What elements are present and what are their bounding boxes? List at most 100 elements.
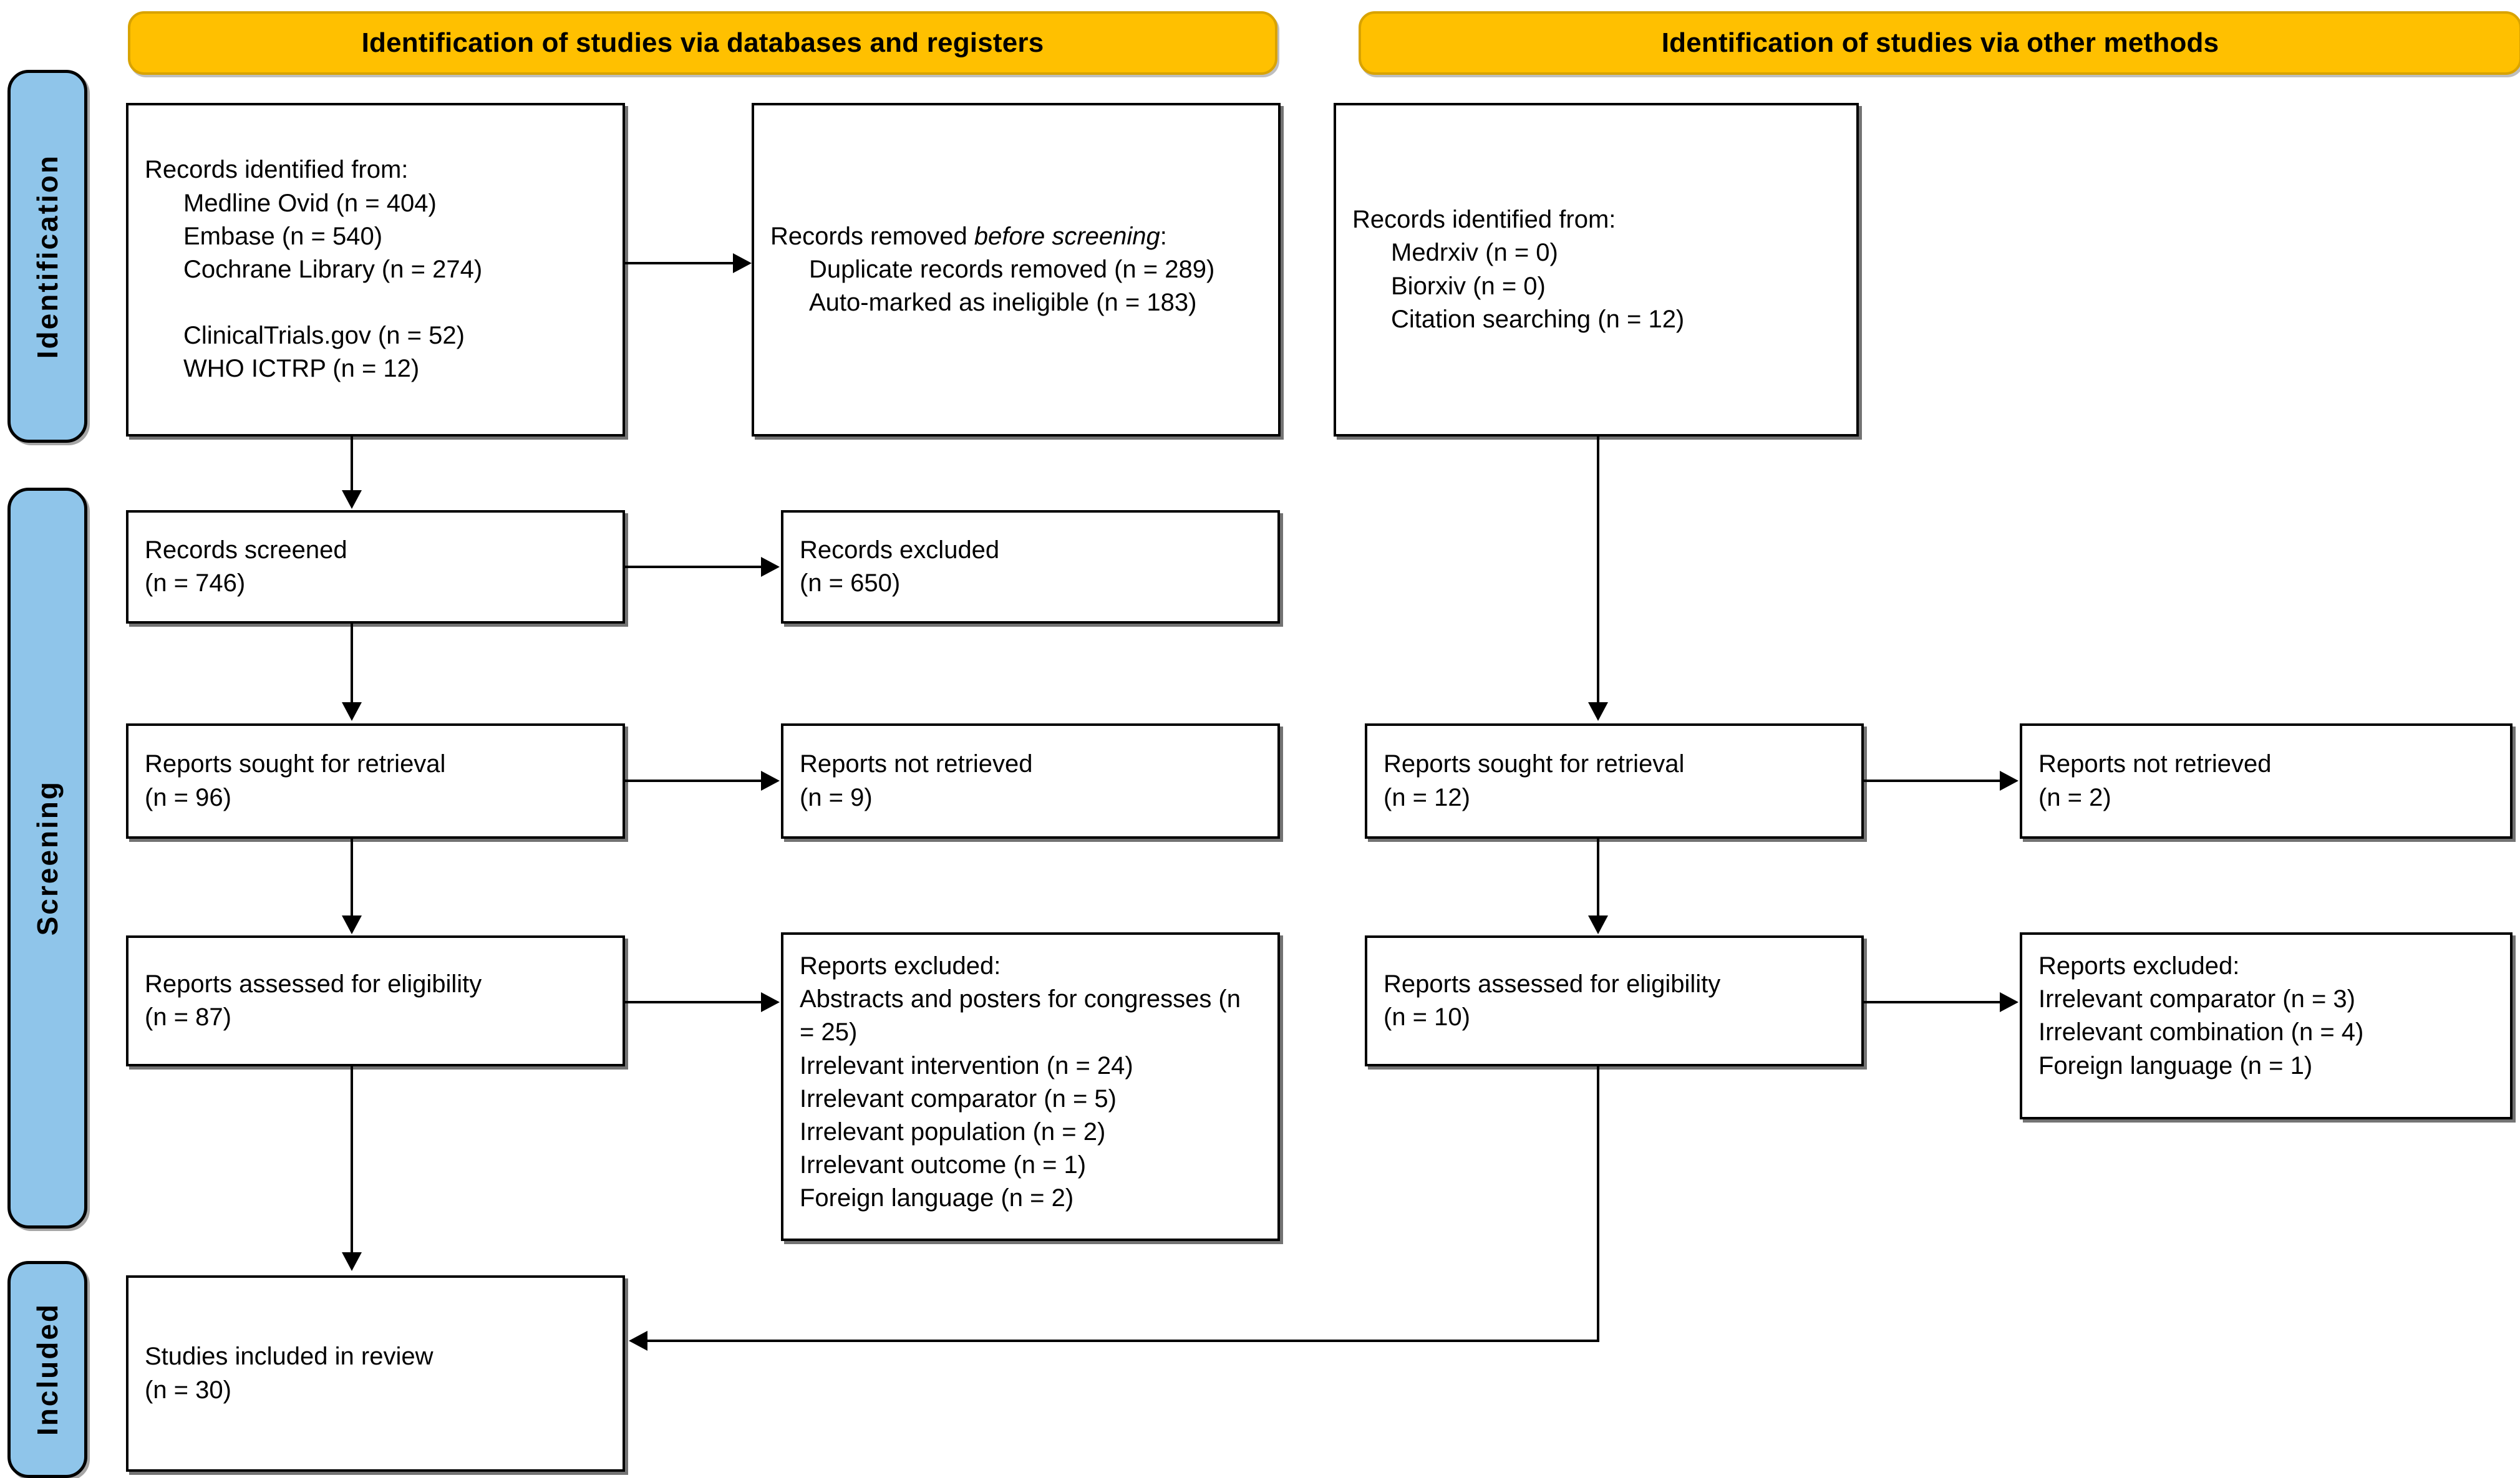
phase-label-identification: Identification — [7, 70, 87, 443]
box-records-identified-other: Records identified from:Medrxiv (n = 0)B… — [1334, 103, 1859, 437]
phase-included-text: Included — [31, 1303, 64, 1436]
reports-excluded-db-item-1: Irrelevant intervention (n = 24) — [800, 1051, 1133, 1080]
arrowhead-identified-other-to-sought-other — [1588, 702, 1608, 721]
connector-identified-to-screened — [351, 437, 353, 491]
phase-identification-text: Identification — [31, 153, 64, 359]
reports-sought-other-text: Reports sought for retrieval(n = 12) — [1367, 748, 1861, 814]
box-reports-sought-databases: Reports sought for retrieval (n = 96) — [126, 723, 625, 839]
records-identified-other-item-2: Citation searching (n = 12) — [1391, 305, 1685, 333]
reports-assessed-db-text: Reports assessed for eligibility (n = 87) — [128, 968, 623, 1034]
reports-excluded-db-title: Reports excluded: — [800, 952, 1001, 980]
connector-assessed-other-down — [1597, 1066, 1599, 1342]
records-identified-db-item-1: Embase (n = 540) — [183, 222, 383, 250]
box-reports-not-retrieved-other: Reports not retrieved (n = 2) — [2020, 723, 2513, 839]
box-reports-not-retrieved-databases: Reports not retrieved(n = 9) — [781, 723, 1280, 839]
arrowhead-assessed-to-excluded-db — [761, 992, 780, 1012]
connector-assessed-to-excluded-other — [1864, 1001, 2001, 1003]
reports-excluded-other-item-2: Foreign language (n = 1) — [2038, 1051, 2313, 1080]
records-identified-db-item-3 — [145, 286, 606, 319]
box-studies-included-in-review: Studies included in review(n = 30) — [126, 1275, 625, 1472]
records-removed-text: Records removed before screening: Duplica… — [754, 220, 1278, 320]
arrowhead-sought-to-notretrieved-db — [761, 771, 780, 791]
connector-screened-to-excluded — [625, 566, 762, 568]
connector-screened-to-sought — [351, 624, 353, 703]
phase-screening-text: Screening — [31, 780, 64, 936]
reports-not-retrieved-other-line2: (n = 2) — [2038, 783, 2111, 811]
records-identified-other-item-0: Medrxiv (n = 0) — [1391, 239, 1558, 267]
reports-sought-db-text: Reports sought for retrieval (n = 96) — [128, 748, 623, 814]
connector-sought-to-assessed-db — [351, 839, 353, 917]
phase-label-screening: Screening — [7, 488, 87, 1229]
connector-assessed-to-excluded-db — [625, 1001, 762, 1003]
reports-assessed-other-text: Reports assessed for eligibility (n = 10) — [1367, 968, 1861, 1034]
box-reports-assessed-other: Reports assessed for eligibility (n = 10) — [1365, 935, 1864, 1066]
studies-included-line2: (n = 30) — [145, 1376, 231, 1404]
records-identified-other-text: Records identified from:Medrxiv (n = 0)B… — [1336, 203, 1856, 336]
reports-assessed-other-line2: (n = 10) — [1384, 1003, 1470, 1031]
reports-excluded-db-item-3: Irrelevant population (n = 2) — [800, 1118, 1106, 1146]
records-screened-line1: Records screened — [145, 536, 347, 564]
box-reports-excluded-databases: Reports excluded:Abstracts and posters f… — [781, 932, 1280, 1241]
reports-excluded-db-item-5: Foreign language (n = 2) — [800, 1184, 1074, 1212]
records-removed-item-1: Auto-marked as ineligible (n = 183) — [809, 289, 1197, 317]
records-identified-db-item-5: WHO ICTRP (n = 12) — [183, 355, 420, 383]
reports-excluded-other-title: Reports excluded: — [2038, 952, 2240, 980]
box-reports-excluded-other: Reports excluded: Irrelevant comparator (… — [2020, 932, 2513, 1119]
connector-identified-other-to-sought-other — [1597, 437, 1599, 703]
reports-sought-other-line1: Reports sought for retrieval — [1384, 750, 1685, 778]
reports-sought-db-line2: (n = 96) — [145, 783, 231, 811]
banner-other-methods: Identification of studies via other meth… — [1359, 11, 2520, 75]
studies-included-text: Studies included in review(n = 30) — [128, 1340, 623, 1406]
reports-not-retrieved-db-text: Reports not retrieved(n = 9) — [783, 748, 1277, 814]
reports-not-retrieved-other-line1: Reports not retrieved — [2038, 750, 2272, 778]
reports-not-retrieved-db-line1: Reports not retrieved — [800, 750, 1033, 778]
reports-excluded-other-item-1: Irrelevant combination (n = 4) — [2038, 1018, 2364, 1046]
box-records-identified-databases: Records identified from: Medline Ovid (n … — [126, 103, 625, 437]
records-removed-title-tail: : — [1160, 222, 1167, 250]
reports-excluded-db-text: Reports excluded:Abstracts and posters f… — [783, 935, 1277, 1215]
arrowhead-sought-to-assessed-other — [1588, 915, 1608, 934]
records-removed-title-italic: before screening — [974, 222, 1160, 250]
records-removed-item-0: Duplicate records removed (n = 289) — [809, 255, 1215, 283]
banner-databases-registers: Identification of studies via databases … — [128, 11, 1277, 75]
banner-other-label: Identification of studies via other meth… — [1661, 27, 2219, 58]
arrowhead-screened-to-excluded — [761, 557, 780, 577]
connector-identified-to-removed — [625, 262, 734, 264]
reports-excluded-other-text: Reports excluded: Irrelevant comparator (… — [2022, 935, 2510, 1083]
reports-excluded-db-item-4: Irrelevant outcome (n = 1) — [800, 1151, 1087, 1179]
arrowhead-sought-to-assessed-db — [342, 915, 362, 934]
records-identified-db-item-4: ClinicalTrials.gov (n = 52) — [183, 322, 465, 350]
arrowhead-identified-to-screened — [342, 490, 362, 509]
reports-assessed-other-line1: Reports assessed for eligibility — [1384, 970, 1721, 998]
reports-excluded-other-item-0: Irrelevant comparator (n = 3) — [2038, 985, 2355, 1013]
records-screened-text: Records screened(n = 746) — [128, 534, 623, 600]
records-excluded-line1: Records excluded — [800, 536, 1000, 564]
connector-assessed-to-included — [351, 1066, 353, 1253]
box-reports-assessed-databases: Reports assessed for eligibility (n = 87) — [126, 935, 625, 1066]
records-identified-db-item-0: Medline Ovid (n = 404) — [183, 189, 437, 217]
records-identified-db-title: Records identified from: — [145, 156, 409, 184]
reports-assessed-db-line2: (n = 87) — [145, 1003, 231, 1031]
reports-sought-db-line1: Reports sought for retrieval — [145, 750, 446, 778]
connector-sought-to-notretrieved-other — [1864, 780, 2001, 782]
records-identified-other-item-1: Biorxiv (n = 0) — [1391, 272, 1546, 300]
reports-not-retrieved-other-text: Reports not retrieved (n = 2) — [2022, 748, 2510, 814]
arrowhead-assessed-to-included — [342, 1252, 362, 1271]
reports-assessed-db-line1: Reports assessed for eligibility — [145, 970, 482, 998]
arrowhead-sought-to-notretrieved-other — [2000, 771, 2018, 791]
connector-sought-to-notretrieved-db — [625, 780, 762, 782]
arrowhead-screened-to-sought — [342, 702, 362, 721]
records-identified-db-text: Records identified from: Medline Ovid (n … — [128, 153, 623, 385]
arrowhead-assessed-other-to-included — [629, 1331, 647, 1351]
phase-label-included: Included — [7, 1261, 87, 1478]
banner-databases-label: Identification of studies via databases … — [361, 27, 1044, 58]
arrowhead-assessed-to-excluded-other — [2000, 992, 2018, 1012]
box-reports-sought-other: Reports sought for retrieval(n = 12) — [1365, 723, 1864, 839]
box-records-removed-before-screening: Records removed before screening: Duplica… — [752, 103, 1281, 437]
connector-sought-to-assessed-other — [1597, 839, 1599, 917]
records-removed-title-plain: Records removed — [770, 222, 974, 250]
reports-excluded-db-item-2: Irrelevant comparator (n = 5) — [800, 1084, 1117, 1113]
records-excluded-text: Records excluded(n = 650) — [783, 534, 1277, 600]
connector-assessed-other-to-included — [647, 1340, 1599, 1342]
